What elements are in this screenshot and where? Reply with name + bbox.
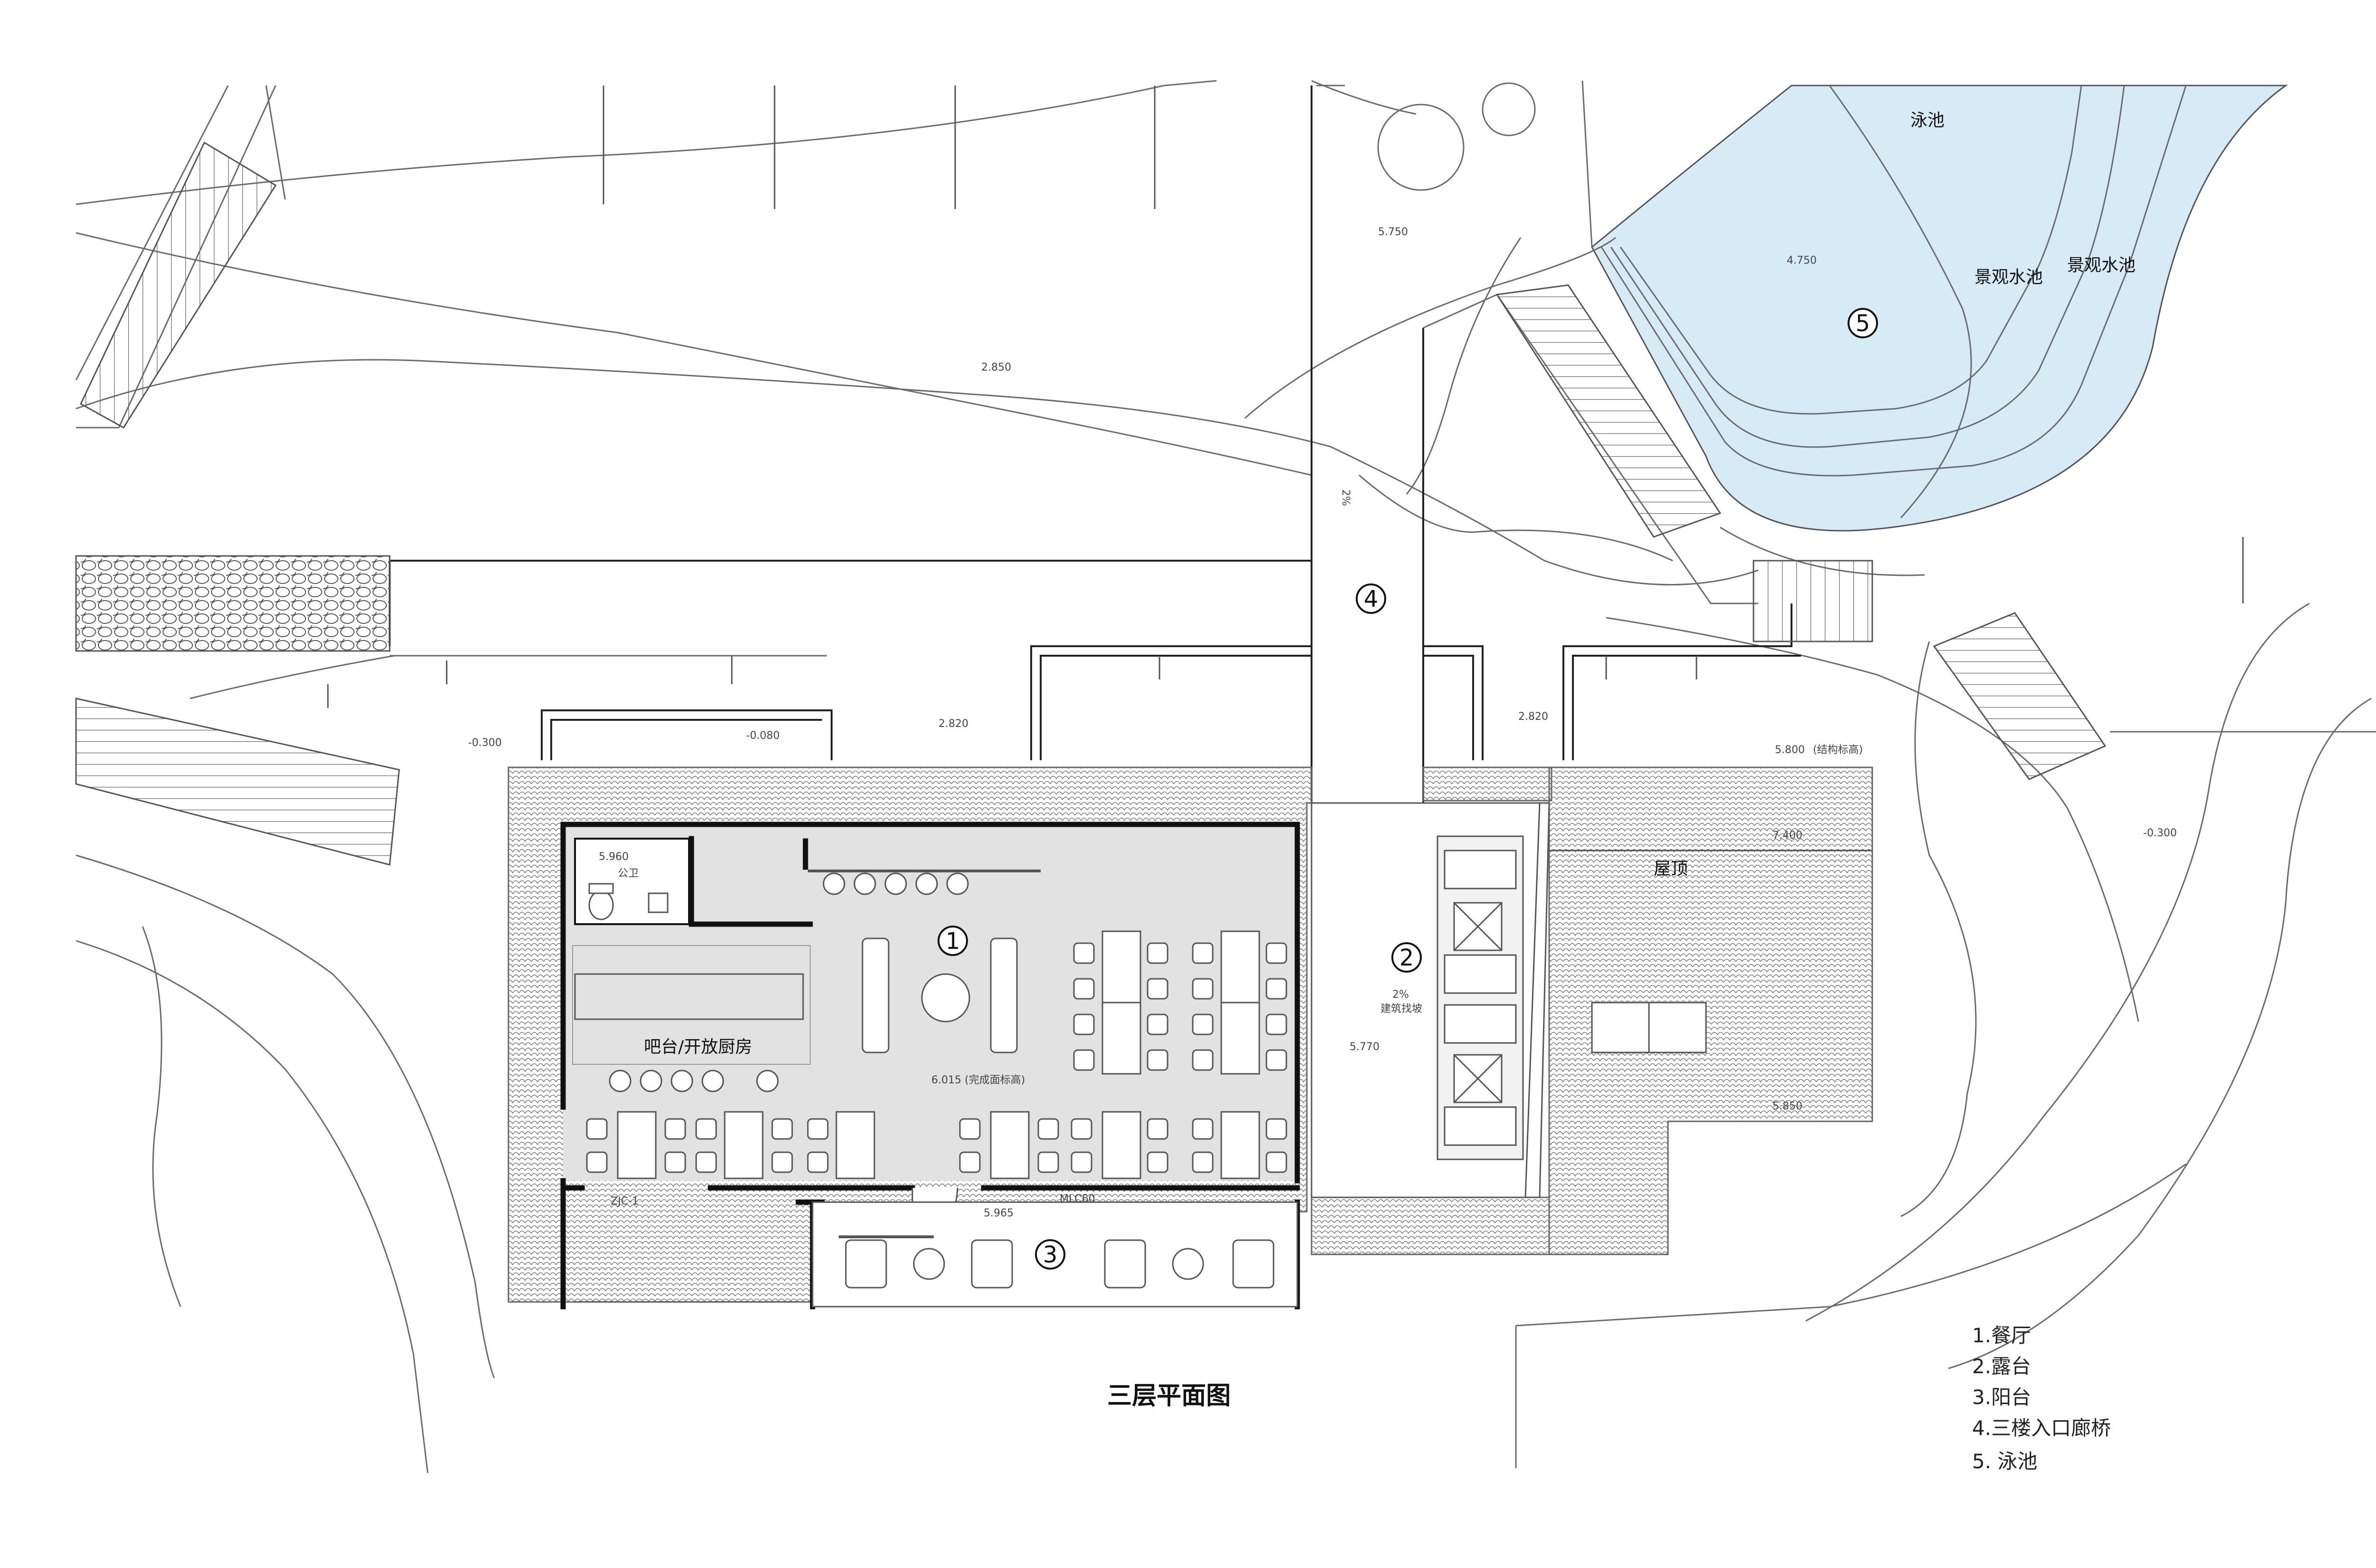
marker-3: 3	[1035, 1239, 1065, 1270]
site-stairs	[75, 141, 2107, 866]
finish-unit-label: (完成面标高)	[965, 1074, 1025, 1086]
dining-chairs	[586, 942, 1287, 1173]
pool-label: 泳池	[1910, 111, 1945, 130]
marker-4: 4	[1356, 583, 1386, 614]
legend-item-2: 2.露台	[1972, 1355, 2031, 1378]
elevation-5770: 5.770	[1350, 1041, 1380, 1053]
trees	[1377, 82, 1536, 191]
elevation-5750: 5.750	[1378, 226, 1408, 238]
wc-label: 公卫	[618, 868, 639, 880]
terrace-slope-note: 建筑找坡	[1380, 1003, 1422, 1015]
elevation-5850: 5.850	[1772, 1100, 1802, 1112]
legend-item-5: 5. 泳池	[1972, 1450, 2037, 1473]
legend-item-4: 4.三楼入口廊桥	[1972, 1416, 2111, 1440]
elevation-6015: 6.015	[931, 1074, 961, 1086]
marker-5: 5	[1848, 308, 1878, 338]
elevation-5965: 5.965	[984, 1207, 1014, 1219]
terrace-slope: 2%	[1392, 989, 1409, 1001]
svg-text:1: 1	[946, 928, 960, 955]
bar-kitchen-label: 吧台/开放厨房	[644, 1037, 752, 1057]
landscape-pool-label-2: 景观水池	[2067, 256, 2136, 275]
window-code: ZJC-1	[611, 1195, 639, 1207]
slope-arrows	[327, 86, 2244, 708]
svg-text:3: 3	[1043, 1242, 1058, 1268]
circled-markers: 1 2 3 4 5	[938, 308, 1878, 1270]
svg-text:4: 4	[1364, 586, 1379, 612]
elevation-m0300-right: -0.300	[2143, 827, 2177, 839]
dining-tables	[617, 930, 1260, 1179]
restaurant-1	[560, 822, 1300, 1310]
marker-1: 1	[938, 926, 968, 956]
roof-label: 屋顶	[1654, 859, 1688, 879]
elevation-4750: 4.750	[1787, 255, 1817, 267]
bridge-slope: 2%	[1340, 489, 1351, 506]
landscape-pool-label-1: 景观水池	[1974, 268, 2043, 287]
elevation-m0080: -0.080	[746, 730, 780, 742]
svg-text:5: 5	[1856, 310, 1870, 337]
plan-title: 三层平面图	[1107, 1382, 1231, 1410]
pool-area	[1591, 85, 2288, 576]
legend-item-3: 3.阳台	[1972, 1386, 2031, 1409]
elevation-2820-left: 2.820	[939, 718, 968, 730]
svg-text:2: 2	[1399, 945, 1414, 971]
elevation-5800: 5.800	[1775, 744, 1805, 756]
marker-2: 2	[1391, 942, 1422, 973]
terrace-2	[1311, 802, 1550, 1198]
elevation-m0300-left: -0.300	[468, 737, 502, 749]
legend-item-1: 1.餐厅	[1972, 1324, 2031, 1347]
elevation-7400: 7.400	[1772, 830, 1802, 841]
site-contours	[75, 80, 2376, 1473]
elevation-2850: 2.850	[981, 362, 1011, 373]
structural-unit-label: (结构标高)	[1813, 744, 1863, 756]
legend: 1.餐厅 2.露台 3.阳台 4.三楼入口廊桥 5. 泳池	[1972, 1324, 2111, 1473]
labels: 吧台/开放厨房 公卫 屋顶 泳池 景观水池 景观水池 5.750 4.750 2…	[468, 111, 2177, 1219]
elevation-5960: 5.960	[599, 851, 629, 863]
door-code: MLC60	[1060, 1193, 1095, 1205]
elevation-2820-right: 2.820	[1518, 711, 1548, 723]
